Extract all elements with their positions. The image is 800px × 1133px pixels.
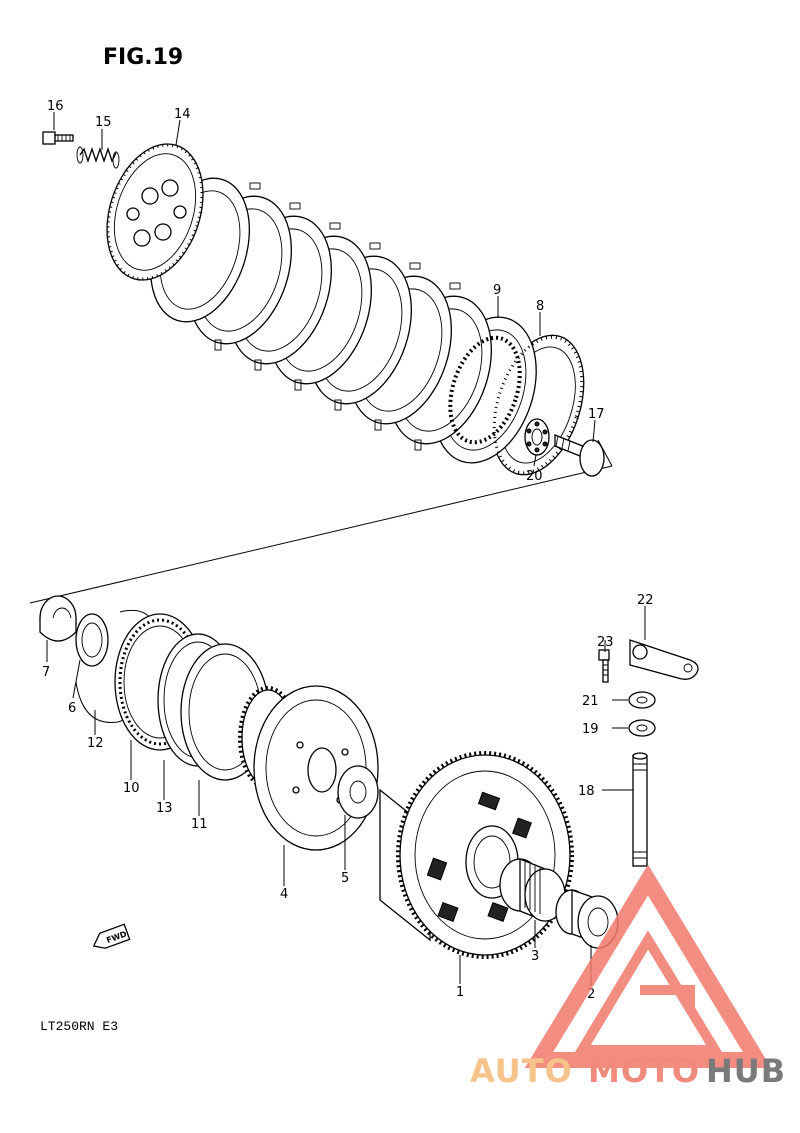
callout-10: 10 bbox=[123, 781, 140, 796]
clutch-plate-stack bbox=[149, 177, 585, 476]
callout-11: 11 bbox=[191, 817, 208, 832]
callout-20: 20 bbox=[526, 469, 543, 484]
svg-text:AUTO: AUTO bbox=[470, 1052, 573, 1090]
section-divider bbox=[29, 465, 613, 604]
callout-6: 6 bbox=[68, 701, 76, 716]
pressure-plate-14 bbox=[106, 143, 204, 281]
release-shaft-18 bbox=[632, 752, 648, 867]
callout-18: 18 bbox=[578, 784, 595, 799]
push-piece-17 bbox=[554, 434, 605, 477]
callout-13: 13 bbox=[156, 801, 173, 816]
callout-17: 17 bbox=[588, 407, 605, 422]
callout-8: 8 bbox=[536, 299, 544, 314]
callout-3: 3 bbox=[531, 949, 539, 964]
bolt-23 bbox=[598, 649, 610, 683]
seal-21 bbox=[628, 691, 656, 709]
clutch-spring-15 bbox=[76, 146, 120, 169]
callout-4: 4 bbox=[280, 887, 288, 902]
callout-9: 9 bbox=[493, 283, 501, 298]
release-lever-22 bbox=[629, 639, 699, 680]
figure-title: FIG.19 bbox=[103, 45, 183, 70]
callout-19: 19 bbox=[582, 722, 599, 737]
model-code: LT250RN E3 bbox=[40, 1019, 118, 1034]
callout-14: 14 bbox=[174, 107, 191, 122]
callout-1: 1 bbox=[456, 985, 464, 1000]
needle-bearing-3 bbox=[499, 858, 566, 922]
svg-text:HUB: HUB bbox=[706, 1052, 786, 1090]
callout-22: 22 bbox=[637, 593, 654, 608]
svg-text:MOTO: MOTO bbox=[588, 1052, 700, 1090]
bolt-16 bbox=[42, 131, 74, 145]
callout-2: 2 bbox=[587, 987, 595, 1002]
callout-21: 21 bbox=[582, 694, 599, 709]
callout-5: 5 bbox=[341, 871, 349, 886]
lock-washer-6 bbox=[75, 613, 109, 667]
callout-7: 7 bbox=[42, 665, 50, 680]
watermark-text: AUTO MOTO HUB bbox=[470, 1052, 786, 1090]
clutch-housing-1 bbox=[379, 751, 574, 959]
callout-12: 12 bbox=[87, 736, 104, 751]
callout-23: 23 bbox=[597, 635, 614, 650]
washer-19 bbox=[628, 719, 656, 737]
forward-arrow: FWD bbox=[92, 923, 131, 949]
watermark-logo bbox=[524, 864, 772, 1068]
leader-lines bbox=[46, 112, 646, 986]
callout-15: 15 bbox=[95, 115, 112, 130]
nut-7 bbox=[39, 595, 77, 642]
washer-5 bbox=[337, 765, 379, 819]
callout-16: 16 bbox=[47, 99, 64, 114]
bearing-20 bbox=[524, 418, 550, 456]
